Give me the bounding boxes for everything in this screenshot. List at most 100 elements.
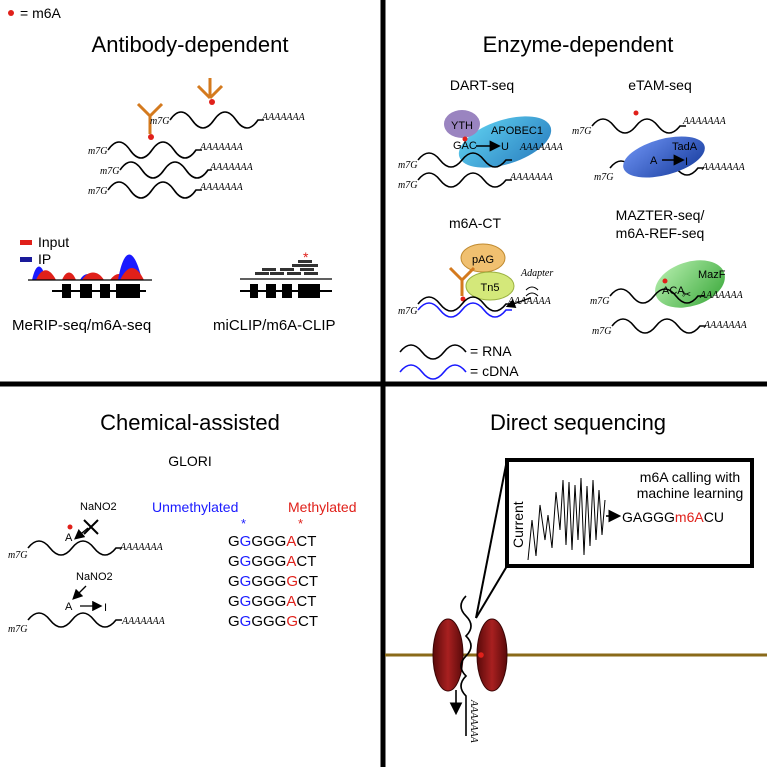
antibody-rna-stack	[107, 111, 264, 199]
rna-strand-1	[169, 111, 264, 129]
adapter-icon	[525, 286, 539, 297]
seq-base: CT	[296, 533, 316, 550]
polya-label: AAAAAAA	[121, 616, 166, 627]
input-legend-swatch	[20, 240, 32, 245]
m6a-dot-icon	[662, 278, 668, 284]
polya-label: AAAAAAA	[468, 699, 479, 744]
rna-legend-label: = RNA	[470, 343, 512, 359]
chem-rna-strand-unmethylated	[27, 612, 122, 628]
seq-base: GGG	[251, 553, 286, 570]
mazf-protein-icon	[655, 260, 725, 308]
cap-label: m7G	[594, 172, 613, 183]
i-label: I	[104, 602, 107, 614]
merip-seq-label: MeRIP-seq/m6A-seq	[12, 317, 151, 334]
u-label: U	[501, 141, 509, 153]
m6a-dot-icon	[478, 652, 484, 658]
cap-label: m7G	[150, 116, 169, 127]
cap-label: m7G	[398, 306, 417, 317]
m6a-calling-label-2: machine learning	[637, 485, 744, 501]
called-sequence-m6a: m6A	[675, 509, 704, 525]
merip-gene-model	[52, 284, 146, 298]
aca-label: ACA	[662, 285, 685, 297]
enzyme-panel-title: Enzyme-dependent	[483, 32, 674, 57]
seq-base: G	[228, 533, 240, 550]
seq-base: GGG	[251, 573, 286, 590]
pag-protein-icon	[460, 243, 506, 273]
cap-label: m7G	[572, 126, 591, 137]
called-sequence: GAGGGm6ACU	[622, 509, 724, 525]
signal-zoom-box	[505, 458, 754, 568]
polya-label: AAAAAAA	[507, 296, 552, 307]
yth-protein-icon	[444, 110, 480, 138]
seq-base-methylated-site: A	[286, 533, 296, 550]
miclip-site-star-icon: *	[303, 249, 309, 265]
polya-label: AAAAAAA	[699, 290, 744, 301]
polya-label: AAAAAAA	[703, 320, 748, 331]
rna-strand-2	[107, 141, 202, 159]
cap-label: m7G	[590, 296, 609, 307]
cap-label: m7G	[88, 146, 107, 157]
called-sequence-suffix: CU	[704, 509, 724, 525]
reagent-arrow	[74, 527, 89, 540]
m6a-ct-strands	[417, 296, 512, 318]
m6a-dot-icon	[67, 524, 73, 530]
chem-rna-strand-methylated	[27, 540, 122, 556]
sequence-row: GGGGGGCT	[228, 613, 318, 630]
polya-label: AAAAAAA	[261, 112, 306, 123]
antibody-ycaps	[136, 78, 224, 134]
cdna-legend-swatch	[399, 364, 467, 380]
m6a-dot-icon	[209, 99, 215, 105]
seq-base: CT	[296, 593, 316, 610]
polya-label: AAAAAAA	[209, 162, 254, 173]
miclip-label: miCLIP/m6A-CLIP	[213, 317, 336, 334]
cap-label: m7G	[8, 624, 27, 635]
m6a-calling-label-1: m6A calling with	[640, 469, 740, 485]
translocating-rna-strand	[460, 595, 472, 736]
m6a-dot-icon	[460, 296, 466, 302]
seq-base: GGG	[251, 533, 286, 550]
rna-strand-4	[107, 181, 202, 199]
dart-seq-label: DART-seq	[450, 77, 514, 93]
called-sequence-prefix: GAGGG	[622, 509, 675, 525]
seq-base-unmethylated: G	[240, 593, 252, 610]
direct-panel-title: Direct sequencing	[490, 410, 666, 435]
m6a-ct-label: m6A-CT	[449, 215, 502, 231]
panel-chemical-assisted: Chemical-assisted GLORI NaNO2 A m7G AAAA…	[8, 410, 356, 635]
polya-label: AAAAAAA	[199, 142, 244, 153]
m6a-legend-label: = m6A	[20, 5, 62, 21]
seq-base: G	[228, 553, 240, 570]
apobec1-protein-icon	[458, 116, 552, 168]
dart-rna-strands	[417, 152, 512, 188]
nanopore-right-icon	[476, 618, 508, 692]
apobec1-label: APOBEC1	[491, 125, 543, 137]
pag-label: pAG	[472, 254, 494, 266]
antibody-y-icon	[448, 266, 476, 296]
cap-label: m7G	[398, 160, 417, 171]
seq-base-unmethylated: G	[240, 613, 252, 630]
polya-label: AAAAAAA	[199, 182, 244, 193]
antibody-y-icon-2	[136, 102, 164, 134]
polya-label: AAAAAAA	[119, 542, 164, 553]
polya-label: AAAAAAA	[701, 162, 746, 173]
seq-base-methylated-site: G	[286, 613, 298, 630]
i-label: I	[685, 156, 688, 168]
chemical-panel-title: Chemical-assisted	[100, 410, 280, 435]
cdna-legend-label: = cDNA	[470, 363, 519, 379]
antibody-panel-title: Antibody-dependent	[92, 32, 289, 57]
seq-base: GGG	[251, 613, 286, 630]
nano2-label: NaNO2	[76, 571, 113, 583]
sequence-row: GGGGGGCT	[228, 573, 318, 590]
polya-label: AAAAAAA	[682, 116, 727, 127]
methylated-star-icon: *	[298, 516, 303, 531]
tada-protein-icon	[623, 136, 705, 178]
seq-base: G	[228, 613, 240, 630]
cap-label: m7G	[8, 550, 27, 561]
nanopore-left-icon	[432, 618, 464, 692]
cap-label: m7G	[88, 186, 107, 197]
m6a-dot-icon	[633, 110, 639, 116]
seq-base-methylated-site: G	[286, 573, 298, 590]
seq-base: G	[228, 573, 240, 590]
sequence-row: GGGGGACT	[228, 593, 316, 610]
nano2-label: NaNO2	[80, 501, 117, 513]
